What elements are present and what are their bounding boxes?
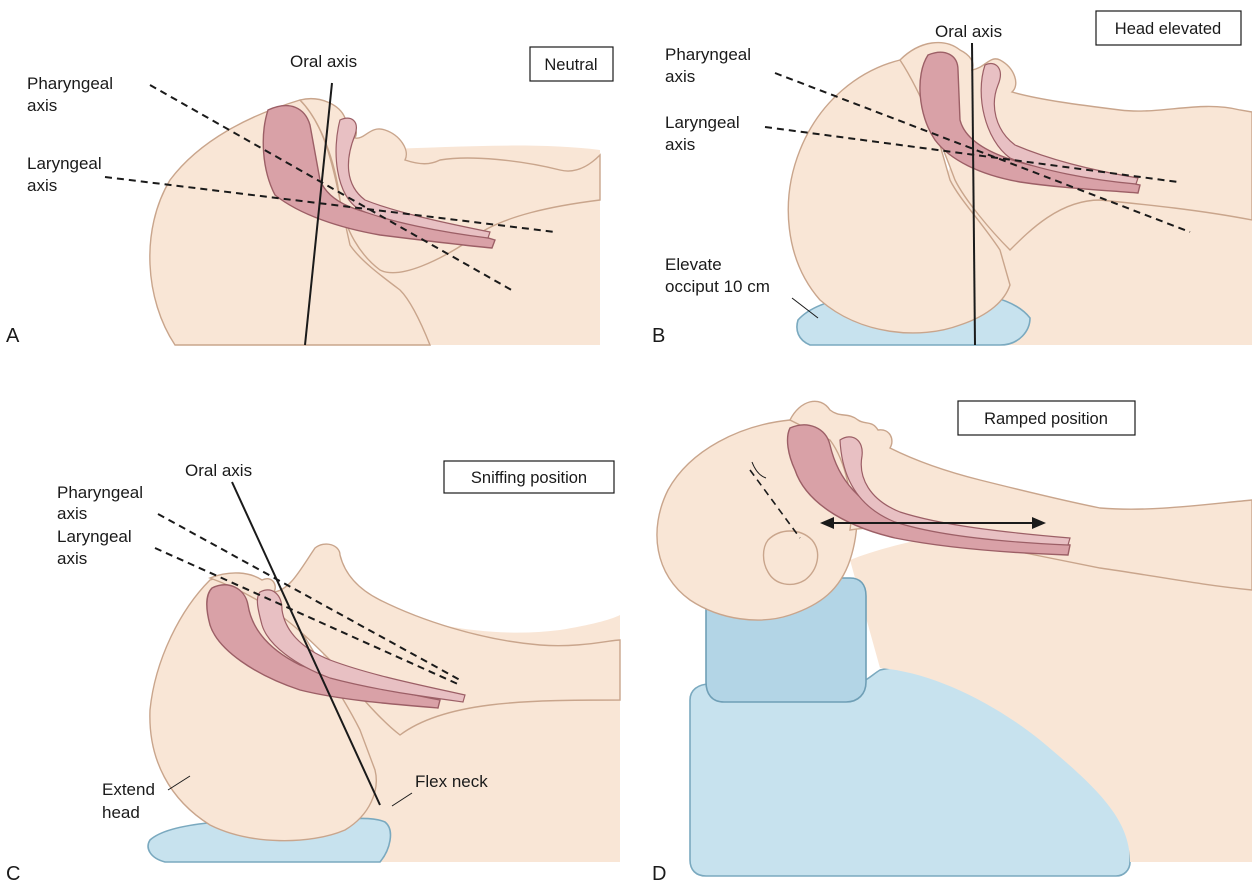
panel-a-pharyngeal-label-2: axis (27, 96, 57, 115)
panel-c: Oral axis Pharyngeal axis Laryngeal axis… (6, 461, 620, 885)
panel-b-pharyngeal-label: Pharyngeal (665, 45, 751, 64)
panel-c-pharyngeal-label-2: axis (57, 504, 87, 523)
panel-b-oral-axis-label: Oral axis (935, 22, 1002, 41)
panel-b-pillow-note-2: occiput 10 cm (665, 277, 770, 296)
panel-a-laryngeal-label: Laryngeal (27, 154, 102, 173)
panel-b-laryngeal-label-2: axis (665, 135, 695, 154)
panel-c-flex-note: Flex neck (415, 772, 488, 791)
panel-c-pharyngeal-label: Pharyngeal (57, 483, 143, 502)
panel-c-letter: C (6, 863, 20, 885)
panel-d-ear (764, 531, 818, 584)
panel-b-pharyngeal-label-2: axis (665, 67, 695, 86)
panel-b-position-label: Head elevated (1115, 20, 1221, 38)
panel-c-oral-axis-label: Oral axis (185, 461, 252, 480)
panel-b: Oral axis Pharyngeal axis Laryngeal axis… (652, 11, 1252, 347)
panel-a: Oral axis Pharyngeal axis Laryngeal axis… (6, 47, 613, 347)
panel-a-oral-axis-label: Oral axis (290, 52, 357, 71)
panel-c-extend-note: Extend (102, 780, 155, 799)
panel-c-extend-note-2: head (102, 803, 140, 822)
panel-a-pharyngeal-label: Pharyngeal (27, 74, 113, 93)
panel-a-position-label: Neutral (544, 56, 597, 74)
panel-c-laryngeal-label: Laryngeal (57, 527, 132, 546)
panel-d: Ramped position D (652, 401, 1252, 885)
panel-a-laryngeal-label-2: axis (27, 176, 57, 195)
panel-c-laryngeal-label-2: axis (57, 549, 87, 568)
panel-b-pillow-note: Elevate (665, 255, 722, 274)
panel-d-letter: D (652, 863, 666, 885)
panel-b-letter: B (652, 325, 665, 347)
panel-d-position-label: Ramped position (984, 410, 1108, 428)
panel-a-letter: A (6, 325, 20, 347)
panel-c-position-label: Sniffing position (471, 469, 587, 487)
panel-b-laryngeal-label: Laryngeal (665, 113, 740, 132)
